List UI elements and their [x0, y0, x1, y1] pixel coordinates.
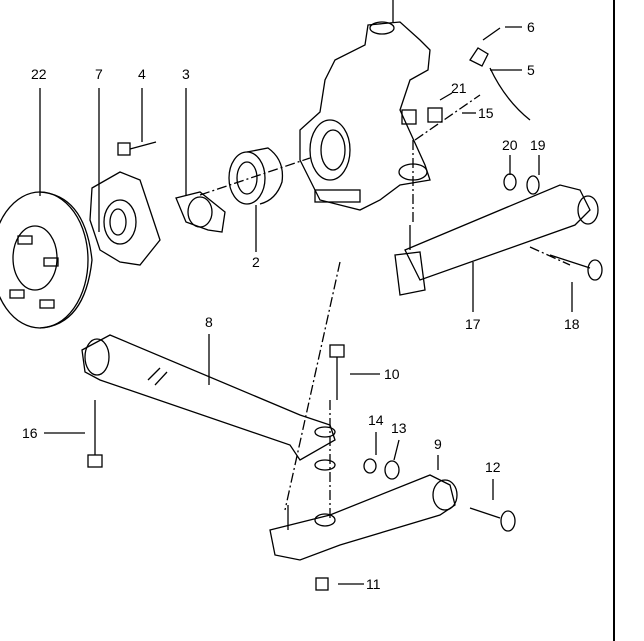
lower-control-arm — [269, 458, 516, 591]
callout-7: 7 — [95, 66, 103, 82]
callout-18: 18 — [564, 316, 580, 332]
callout-21: 21 — [451, 80, 467, 96]
callout-12: 12 — [485, 459, 501, 475]
trailing-arm — [81, 334, 336, 461]
callout-2: 2 — [252, 254, 260, 270]
callout-4: 4 — [138, 66, 146, 82]
wheel-hub — [0, 191, 93, 329]
callout-10: 10 — [384, 366, 400, 382]
bolt-18 — [549, 254, 603, 281]
frame-border — [613, 0, 615, 641]
callout-9: 9 — [434, 436, 442, 452]
callout-6: 6 — [527, 19, 535, 35]
bolt-4 — [117, 141, 157, 156]
leader-lines — [39, 0, 573, 585]
callout-3: 3 — [182, 66, 190, 82]
callout-13: 13 — [391, 420, 407, 436]
callout-8: 8 — [205, 314, 213, 330]
callout-22: 22 — [31, 66, 47, 82]
speed-sensor — [469, 27, 531, 121]
callout-17: 17 — [465, 316, 481, 332]
callout-19: 19 — [530, 137, 546, 153]
bolts — [87, 344, 345, 471]
callout-16: 16 — [22, 425, 38, 441]
callout-15: 15 — [478, 105, 494, 121]
callout-5: 5 — [527, 62, 535, 78]
cover-plate — [175, 191, 226, 233]
callout-20: 20 — [502, 137, 518, 153]
wheel-bearing — [228, 147, 284, 205]
drive-flange — [89, 171, 161, 266]
callout-11: 11 — [366, 576, 381, 592]
toe-link — [394, 184, 599, 296]
axis-lines — [199, 94, 571, 520]
callout-14: 14 — [368, 412, 384, 428]
nuts — [401, 107, 540, 195]
wheel-carrier — [299, 21, 431, 211]
